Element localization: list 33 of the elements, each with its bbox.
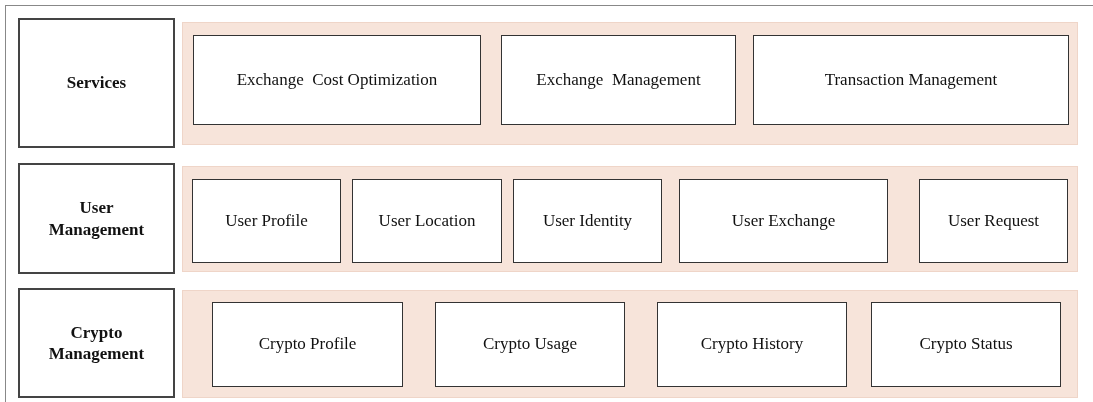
box-label: Services [66, 72, 127, 94]
box-label: Crypto Profile [258, 334, 357, 355]
box-label: User Request [947, 210, 1040, 232]
service-box [871, 302, 1061, 387]
box-label: Crypto Usage [483, 334, 577, 355]
box-label: User Profile [225, 210, 308, 232]
box-label: User Identity [542, 210, 633, 232]
service-box [513, 179, 662, 263]
service-box [657, 302, 847, 387]
layer-label-box [18, 18, 175, 148]
layer-band [182, 290, 1078, 398]
box-label: Exchange Management [536, 69, 701, 91]
service-box [753, 35, 1069, 125]
service-box [919, 179, 1068, 263]
service-box [193, 35, 481, 125]
box-label: Transaction Management [824, 69, 998, 91]
box-label: Exchange Cost Optimization [236, 69, 438, 91]
layer-label-box [18, 288, 175, 398]
service-box [679, 179, 888, 263]
service-box [501, 35, 736, 125]
layer-label-box [18, 163, 175, 274]
layer-band [182, 22, 1078, 145]
box-label: Crypto Management [47, 321, 146, 365]
box-label: Crypto Status [919, 334, 1013, 355]
layer-band [182, 166, 1078, 272]
service-box [192, 179, 341, 263]
box-label: User Management [47, 197, 146, 240]
box-label: User Exchange [731, 210, 836, 232]
service-box [352, 179, 502, 263]
box-label: Crypto History [700, 334, 804, 355]
service-box [435, 302, 625, 387]
box-label: User Location [378, 210, 476, 232]
service-box [212, 302, 403, 387]
